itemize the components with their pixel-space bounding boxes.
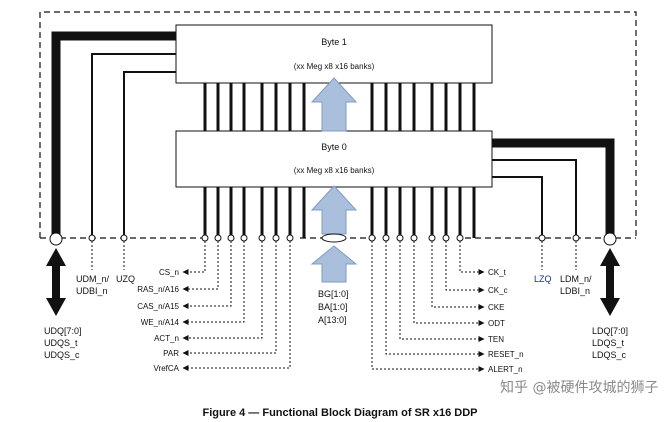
udq-label-3: UDQS_c (44, 350, 80, 360)
udm-wire (91, 53, 176, 236)
uzq-label: UZQ (116, 274, 135, 284)
byte0-bus (203, 187, 476, 238)
byte0-subtitle: (xx Meg x8 x16 banks) (294, 166, 375, 175)
cmd-ckt-label: CK_t (488, 268, 507, 277)
udq-label-2: UDQS_t (44, 338, 78, 348)
ldq-bidir-arrow (600, 248, 620, 316)
cmd-cs-label: CS_n (159, 268, 179, 277)
cmd-ras-label: RAS_n/A16 (137, 285, 179, 294)
cmd-cke-label: CKE (488, 303, 504, 312)
ldq-label-1: LDQ[7:0] (592, 326, 628, 336)
cmd-reset-label: RESET_n (488, 350, 524, 359)
cmd-cas-label: CAS_n/A15 (137, 302, 179, 311)
cmd-act-label: ACT_n (154, 334, 179, 343)
bg-label: BG[1:0] (318, 289, 349, 299)
figure-caption: Figure 4 — Functional Block Diagram of S… (202, 407, 477, 419)
pins (49, 232, 617, 246)
right-cmd-leads (371, 241, 485, 372)
ldm-label-1: LDM_n/ (560, 274, 592, 284)
left-cmd-leads (182, 241, 291, 371)
address-arrow-input (310, 245, 358, 283)
cmd-ten-label: TEN (488, 335, 504, 344)
ldq-label-3: LDQS_c (592, 350, 627, 360)
ldq-label-2: LDQS_t (592, 338, 625, 348)
cmd-alert-label: ALERT_n (488, 365, 523, 374)
byte1-box (175, 24, 493, 84)
byte1-title: Byte 1 (321, 37, 347, 47)
cmd-vrefca-label: VrefCA (154, 364, 180, 373)
lzq-label: LZQ (534, 274, 552, 284)
lzq-wire (492, 176, 543, 236)
byte0-box (175, 130, 493, 188)
uzq-wire (123, 71, 176, 236)
udq-bus-wire (51, 31, 176, 236)
byte1-bus (203, 83, 476, 131)
package-boundary (39, 11, 637, 238)
cmd-odt-label: ODT (488, 319, 505, 328)
ba-label: BA[1:0] (318, 302, 348, 312)
watermark: 知乎 @被硬件攻城的狮子 (500, 379, 658, 396)
ldq-bus-wire (492, 138, 615, 236)
cmd-ckc-label: CK_c (488, 286, 508, 295)
cmd-par-label: PAR (163, 349, 179, 358)
cmd-we-label: WE_n/A14 (141, 318, 180, 327)
byte1-subtitle: (xx Meg x8 x16 banks) (294, 62, 375, 71)
udq-bidir-arrow (46, 248, 66, 316)
udm-label-2: UDBI_n (76, 286, 108, 296)
udq-label-1: UDQ[7:0] (44, 326, 82, 336)
byte0-title: Byte 0 (321, 142, 347, 152)
ldm-label-2: LDBI_n (560, 286, 590, 296)
ldm-wire (492, 159, 577, 236)
address-arrow-byte1 (310, 77, 358, 132)
address-arrow-byte0 (310, 185, 358, 235)
addr-label: A[13:0] (318, 315, 347, 325)
udm-label-1: UDM_n/ (76, 274, 110, 284)
